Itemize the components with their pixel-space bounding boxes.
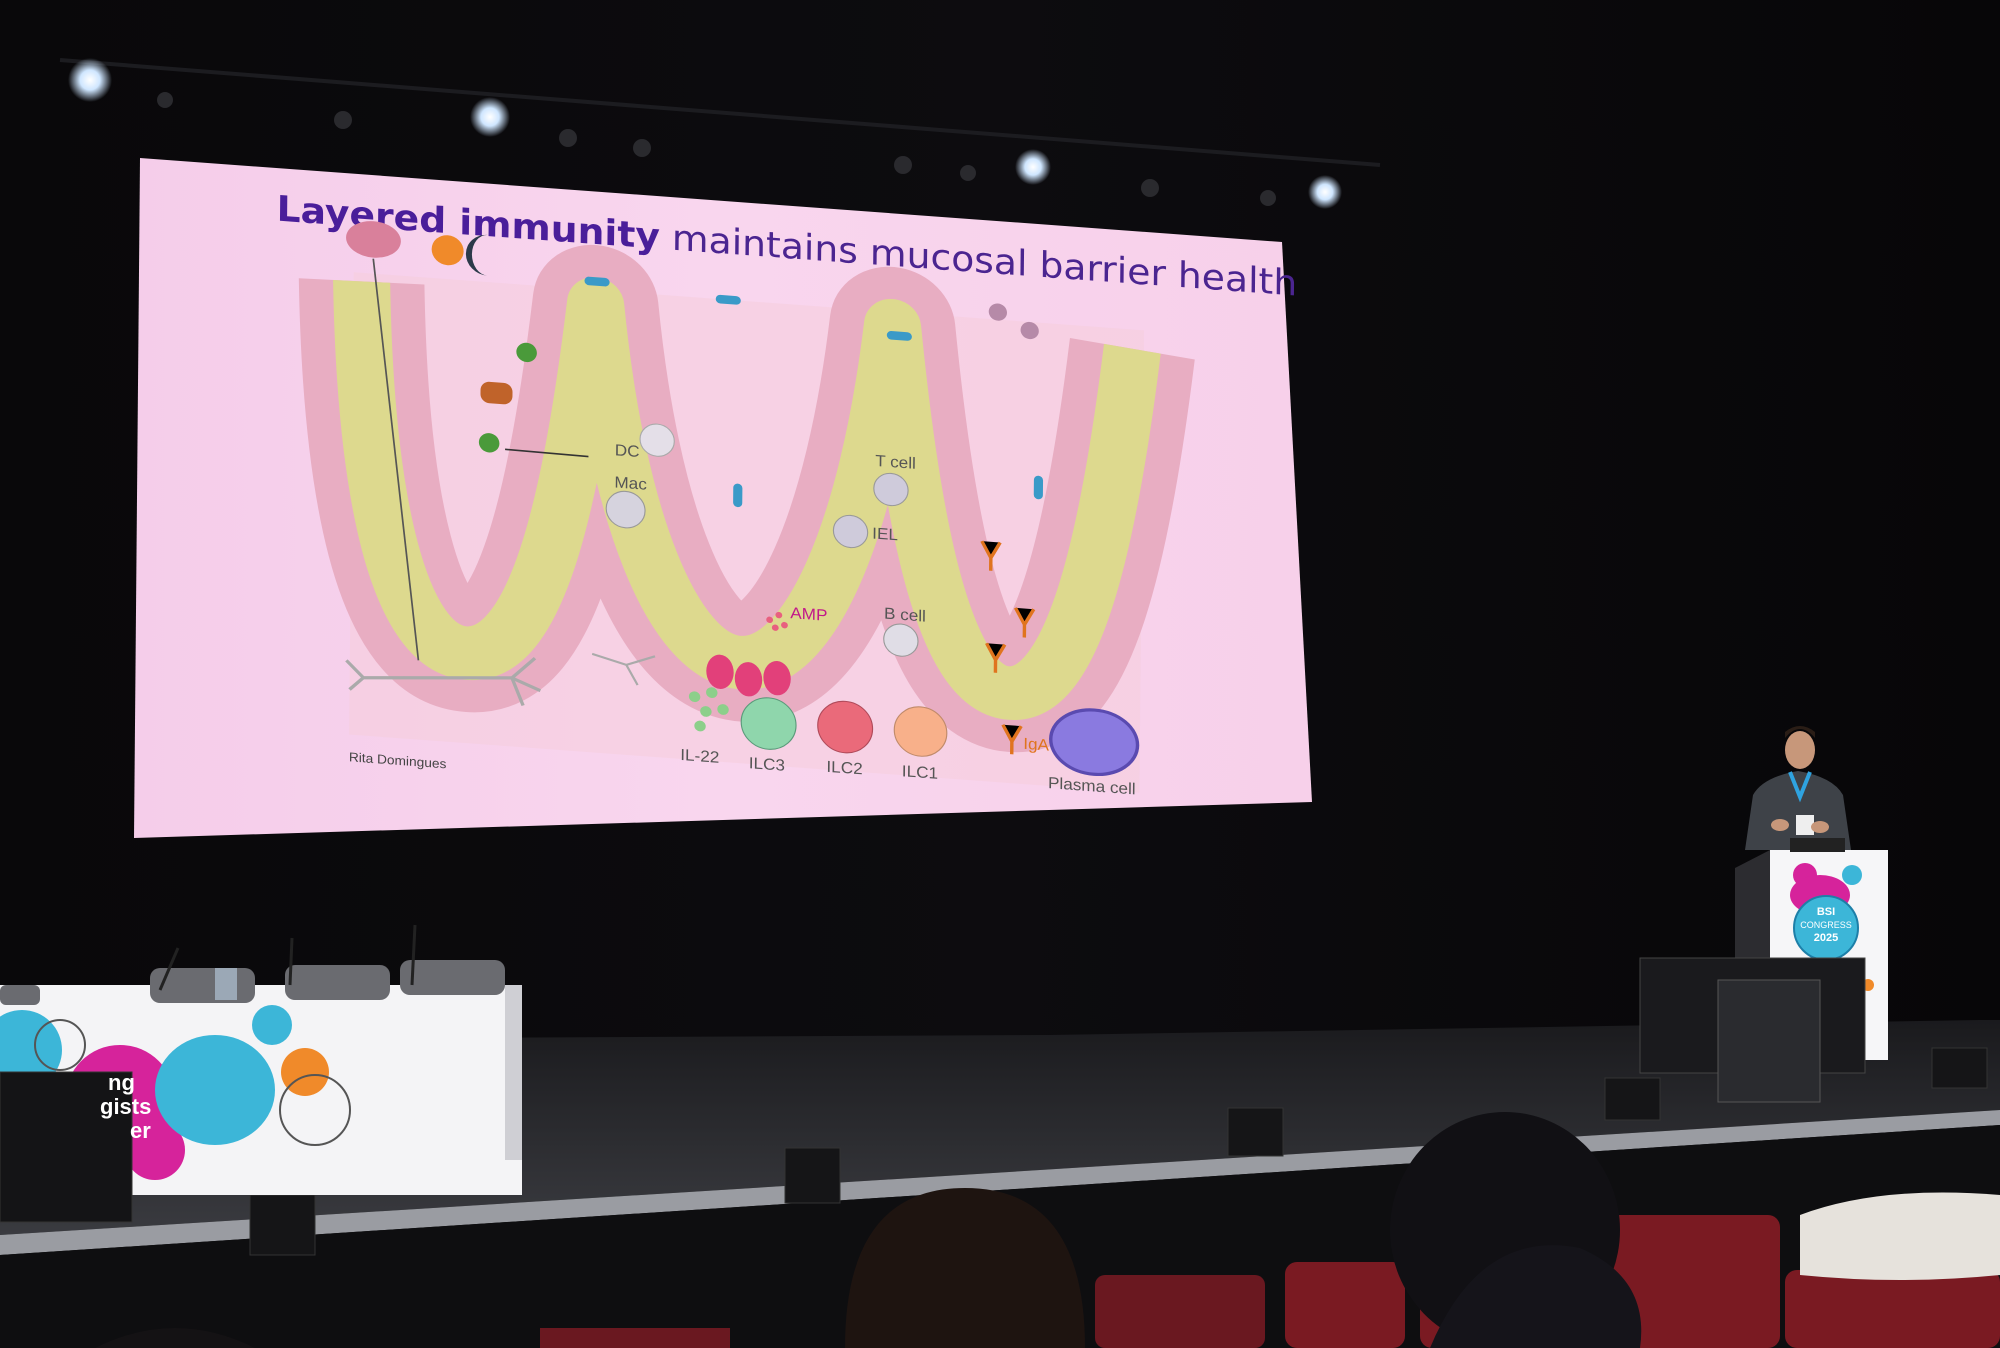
broccoli-icon <box>478 433 500 453</box>
podium-logo-text: BSI CONGRESS 2025 <box>1796 906 1856 945</box>
audience-head <box>845 1188 1085 1348</box>
floor-speaker <box>1931 1047 1988 1089</box>
panel-desk <box>0 924 522 1223</box>
paneth-cells <box>706 654 791 697</box>
ilc3-icon <box>740 697 797 750</box>
label-t-cell: T cell <box>875 451 916 474</box>
neuron-icon <box>591 652 656 686</box>
label-ilc2: ILC2 <box>826 757 863 779</box>
lumen <box>333 277 1161 720</box>
floor-speaker <box>784 1147 841 1204</box>
macrophage-icon <box>605 490 646 529</box>
stage-light <box>1015 149 1051 185</box>
seat <box>1785 1270 2000 1348</box>
stage-light <box>470 97 510 137</box>
stage-lights <box>68 58 1342 209</box>
podium-logo-line1: BSI <box>1816 906 1836 918</box>
presenter-head <box>1785 731 1815 769</box>
label-iel: IEL <box>872 524 899 545</box>
il22-dots <box>688 687 729 732</box>
dendritic-cell-icon <box>639 423 675 457</box>
ilc2-icon <box>817 700 874 754</box>
presenter <box>1745 726 1851 850</box>
b-cell-icon <box>883 623 919 657</box>
floor-speaker <box>1604 1077 1661 1121</box>
name-badge <box>1796 815 1814 835</box>
bacterium-icon <box>715 294 741 305</box>
desk-banner-fragment1: ng <box>108 1070 135 1095</box>
brain-icon <box>346 221 401 258</box>
label-iga: IgA <box>1023 734 1050 755</box>
iel-icon <box>832 514 869 549</box>
bacterium-icon <box>584 276 610 287</box>
microphone <box>288 937 294 986</box>
ilc1-icon <box>893 706 948 757</box>
confidence-monitor <box>0 1071 133 1223</box>
arrow <box>372 258 420 661</box>
burger-icon <box>480 381 513 405</box>
label-dc: DC <box>614 441 640 462</box>
microphone <box>410 924 417 986</box>
label-b-cell: B cell <box>883 604 926 626</box>
amp-dots <box>766 611 788 631</box>
label-mac: Mac <box>614 473 647 495</box>
chair <box>285 965 390 1000</box>
chair <box>400 960 505 995</box>
broccoli-icon <box>516 342 537 363</box>
bacterium-icon <box>886 331 912 341</box>
desk-banner-fragment2: gists <box>100 1094 152 1119</box>
bacterium-icon <box>1033 475 1044 500</box>
lighting-truss <box>59 58 1381 167</box>
sun-icon <box>431 235 464 266</box>
desk-banner-fragment3: er <box>130 1118 151 1143</box>
t-cell-icon <box>873 472 909 507</box>
virus-icon <box>988 303 1008 321</box>
moon-icon <box>465 234 488 276</box>
gut-diagram <box>298 221 1195 793</box>
audience-head <box>95 1328 255 1348</box>
floor-speaker <box>1227 1107 1284 1157</box>
lectern <box>1639 726 1888 1103</box>
label-il22: IL-22 <box>680 745 720 768</box>
podium-logo-line3: 2025 <box>1813 932 1839 944</box>
iga-antibodies <box>980 540 1036 755</box>
coat <box>1800 1192 2000 1280</box>
stage-light <box>68 58 112 102</box>
seat <box>1095 1275 1265 1348</box>
stage-light <box>1308 175 1342 209</box>
label-amp: AMP <box>790 604 828 626</box>
banner-logo-cyan <box>0 1010 62 1090</box>
stage-monitor <box>1717 979 1821 1103</box>
audience <box>95 1112 2000 1348</box>
water-bottles <box>215 968 237 1000</box>
label-ilc3: ILC3 <box>748 754 786 776</box>
neuron-icon <box>345 656 542 706</box>
podium-logo-line2: CONGRESS <box>1800 920 1852 930</box>
presentation-slide: Layered immunity maintains mucosal barri… <box>134 158 1297 843</box>
plasma-cell-icon <box>1049 708 1140 777</box>
seat <box>540 1328 730 1348</box>
bacterium-icon <box>733 483 743 508</box>
seat <box>1285 1262 1405 1348</box>
microphone <box>158 947 180 991</box>
floor-speaker <box>249 1194 316 1256</box>
lanyard <box>1788 771 1812 803</box>
virus-icon <box>1020 321 1039 340</box>
label-ilc1: ILC1 <box>901 762 939 784</box>
